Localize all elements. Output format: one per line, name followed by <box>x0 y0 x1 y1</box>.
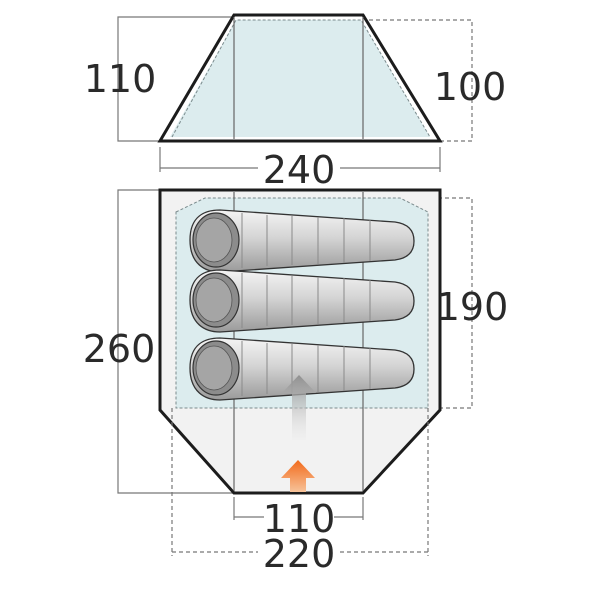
sleeping-bag <box>189 337 415 401</box>
label-front-height-inner: 100 <box>434 65 507 109</box>
dim-line-front-height-inner <box>348 19 473 142</box>
sleeping-bags <box>189 209 415 401</box>
label-width-inner: 220 <box>263 532 336 576</box>
label-length-outer: 260 <box>83 327 156 371</box>
dim-line-front-height-outer <box>117 16 234 142</box>
floor-plan: 260 190 <box>83 188 509 495</box>
door-width-dimension: 110 <box>233 497 364 541</box>
front-elevation: 110 100 <box>84 13 507 143</box>
width-outer-dimension: 240 <box>159 147 441 192</box>
sleeping-bag <box>189 269 415 333</box>
label-width-outer: 240 <box>263 148 336 192</box>
label-door-width: 110 <box>263 497 336 541</box>
dim-line-length-outer <box>117 189 234 494</box>
sleeping-bag <box>189 209 415 273</box>
entry-arrow-icon <box>281 460 315 492</box>
label-front-height-outer: 110 <box>84 57 157 101</box>
width-inner-dimension: 220 <box>171 408 429 576</box>
front-inner-tent <box>170 20 430 137</box>
label-length-inner: 190 <box>436 285 509 329</box>
gray-arrow-icon <box>282 375 316 440</box>
floor-inner-outline <box>175 197 429 409</box>
front-inner-outline <box>171 19 431 138</box>
dim-line-length-inner <box>438 197 473 409</box>
